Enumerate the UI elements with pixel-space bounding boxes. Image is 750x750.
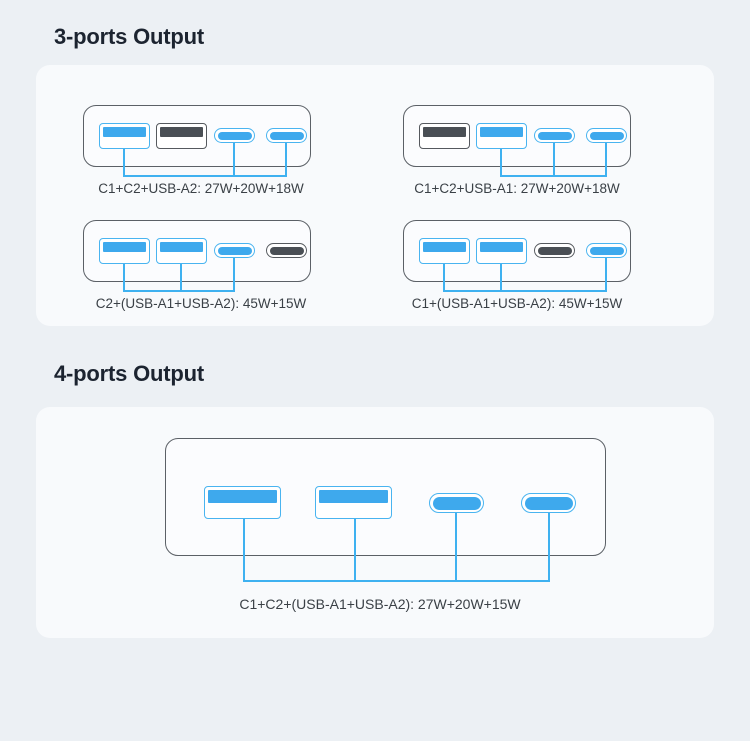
- caption-c1-c2-usba2: C1+C2+USB-A2: 27W+20W+18W: [98, 181, 304, 196]
- port-c2[interactable]: [586, 128, 627, 143]
- diagram-c1-c2-usba2: [78, 105, 316, 200]
- connector-line-c2: [548, 513, 550, 582]
- connector-line-usb-a2: [180, 264, 182, 292]
- connector-line-usb-a2: [500, 264, 502, 292]
- diagram-c1-usba1-usba2: [398, 220, 636, 315]
- port-c1[interactable]: [534, 128, 575, 143]
- port-contact-bar: [537, 246, 572, 255]
- connector-line-c1: [233, 143, 235, 177]
- port-usb-a1[interactable]: [204, 486, 281, 519]
- port-usb-a2[interactable]: [476, 123, 527, 149]
- connector-bus: [123, 175, 287, 177]
- port-c1[interactable]: [534, 243, 575, 258]
- connector-line-c2: [285, 143, 287, 177]
- port-contact-bar: [524, 496, 573, 510]
- connector-bus: [443, 290, 607, 292]
- connector-bus: [243, 580, 550, 582]
- connector-line-c2: [605, 143, 607, 177]
- caption-c1-c2-usba1-usba2: C1+C2+(USB-A1+USB-A2): 27W+20W+15W: [239, 596, 521, 612]
- port-contact-bar: [160, 241, 203, 252]
- port-contact-bar: [208, 489, 277, 503]
- port-contact-bar: [589, 246, 624, 255]
- caption-c2-usba1-usba2: C2+(USB-A1+USB-A2): 45W+15W: [95, 296, 307, 311]
- port-usb-a2[interactable]: [476, 238, 527, 264]
- port-contact-bar: [480, 241, 523, 252]
- port-contact-bar: [423, 126, 466, 137]
- connector-bus: [123, 290, 235, 292]
- port-c2[interactable]: [266, 128, 307, 143]
- port-contact-bar: [319, 489, 388, 503]
- connector-line-c1: [455, 513, 457, 582]
- connector-line-usb-a1: [443, 264, 445, 292]
- connector-line-usb-a1: [123, 264, 125, 292]
- port-usb-a1[interactable]: [419, 238, 470, 264]
- port-contact-bar: [269, 131, 304, 140]
- port-contact-bar: [480, 126, 523, 137]
- port-usb-a1[interactable]: [419, 123, 470, 149]
- caption-c1-c2-usba1: C1+C2+USB-A1: 27W+20W+18W: [414, 181, 620, 196]
- port-contact-bar: [432, 496, 481, 510]
- port-contact-bar: [269, 246, 304, 255]
- port-c2[interactable]: [266, 243, 307, 258]
- port-c1[interactable]: [214, 243, 255, 258]
- connector-line-c1: [233, 258, 235, 292]
- port-usb-a2[interactable]: [315, 486, 392, 519]
- connector-line-c2: [605, 258, 607, 292]
- port-contact-bar: [537, 131, 572, 140]
- section-title-three-ports: 3-ports Output: [54, 24, 204, 49]
- port-usb-a2[interactable]: [156, 123, 207, 149]
- connector-line-usb-a2: [354, 519, 356, 582]
- port-c2[interactable]: [586, 243, 627, 258]
- connector-line-c1: [553, 143, 555, 177]
- port-contact-bar: [103, 241, 146, 252]
- diagram-c1-c2-usba1-usba2: [160, 438, 610, 598]
- caption-c1-usba1-usba2: C1+(USB-A1+USB-A2): 45W+15W: [411, 296, 623, 311]
- port-contact-bar: [423, 241, 466, 252]
- diagram-c1-c2-usba1: [398, 105, 636, 200]
- connector-bus: [500, 175, 607, 177]
- port-contact-bar: [160, 126, 203, 137]
- port-c1[interactable]: [429, 493, 484, 513]
- port-usb-a1[interactable]: [99, 123, 150, 149]
- diagram-c2-usba1-usba2: [78, 220, 316, 315]
- port-contact-bar: [217, 246, 252, 255]
- section-title-four-ports: 4-ports Output: [54, 361, 204, 386]
- port-contact-bar: [589, 131, 624, 140]
- port-usb-a1[interactable]: [99, 238, 150, 264]
- connector-line-usb-a1: [123, 149, 125, 177]
- port-usb-a2[interactable]: [156, 238, 207, 264]
- port-contact-bar: [217, 131, 252, 140]
- connector-line-usb-a1: [243, 519, 245, 582]
- port-c1[interactable]: [214, 128, 255, 143]
- port-contact-bar: [103, 126, 146, 137]
- connector-line-usb-a2: [500, 149, 502, 177]
- next-section-edge: [0, 741, 750, 750]
- port-c2[interactable]: [521, 493, 576, 513]
